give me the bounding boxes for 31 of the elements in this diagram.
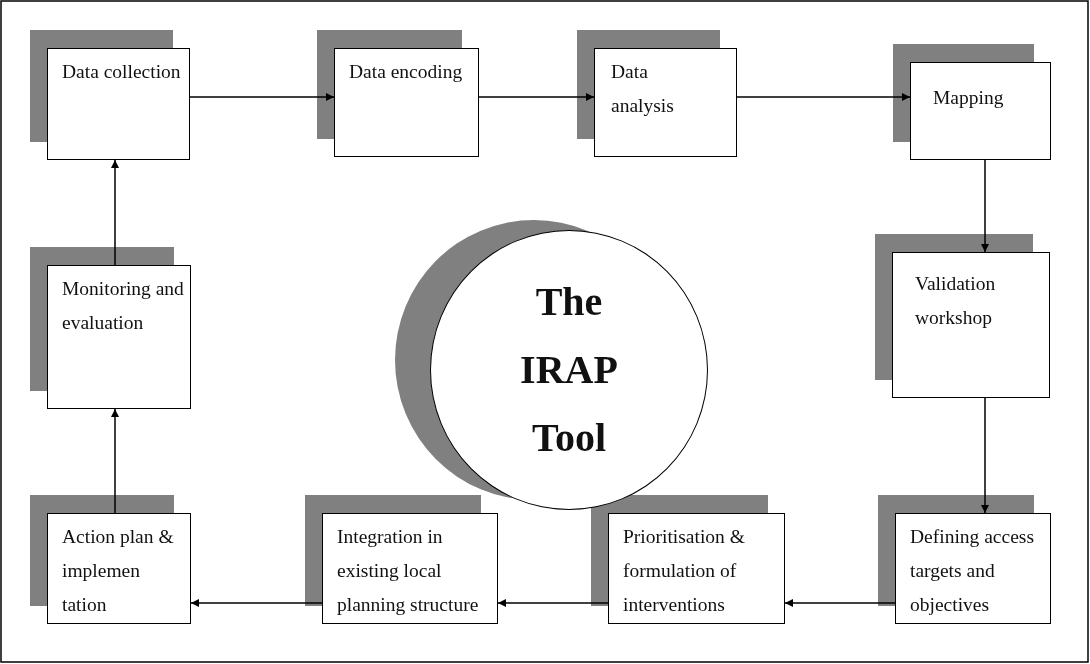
process-box xyxy=(594,48,737,157)
step-label: Defining access targets and objectives xyxy=(910,525,1035,617)
arrow xyxy=(189,93,335,101)
process-box xyxy=(47,48,190,160)
step-label: Integration in existing local planning structure xyxy=(337,525,480,617)
arrow xyxy=(111,408,119,514)
process-box xyxy=(895,513,1051,624)
step-label: Prioritisation & formulation of interventions xyxy=(623,525,746,617)
process-box xyxy=(322,513,498,624)
arrow xyxy=(736,93,911,101)
process-box xyxy=(892,252,1050,398)
arrow xyxy=(497,599,609,607)
arrow xyxy=(111,159,119,266)
arrow xyxy=(478,93,595,101)
step-label: Data encoding xyxy=(349,60,464,84)
arrow xyxy=(981,397,989,514)
step-label: Action plan & implemen tation xyxy=(62,525,175,617)
process-box xyxy=(47,513,191,624)
step-label: Data analysis xyxy=(611,60,675,118)
process-box xyxy=(334,48,479,157)
arrow xyxy=(981,159,989,253)
step-label: Mapping xyxy=(933,86,1005,110)
arrow xyxy=(190,599,323,607)
title-text: The IRAP Tool xyxy=(519,278,619,462)
process-box xyxy=(608,513,785,624)
step-label: Monitoring and evaluation xyxy=(62,277,184,335)
process-box xyxy=(910,62,1051,160)
arrow xyxy=(784,599,896,607)
step-label: Validation workshop xyxy=(915,272,997,330)
step-label: Data collection xyxy=(62,60,182,84)
process-box xyxy=(47,265,191,409)
